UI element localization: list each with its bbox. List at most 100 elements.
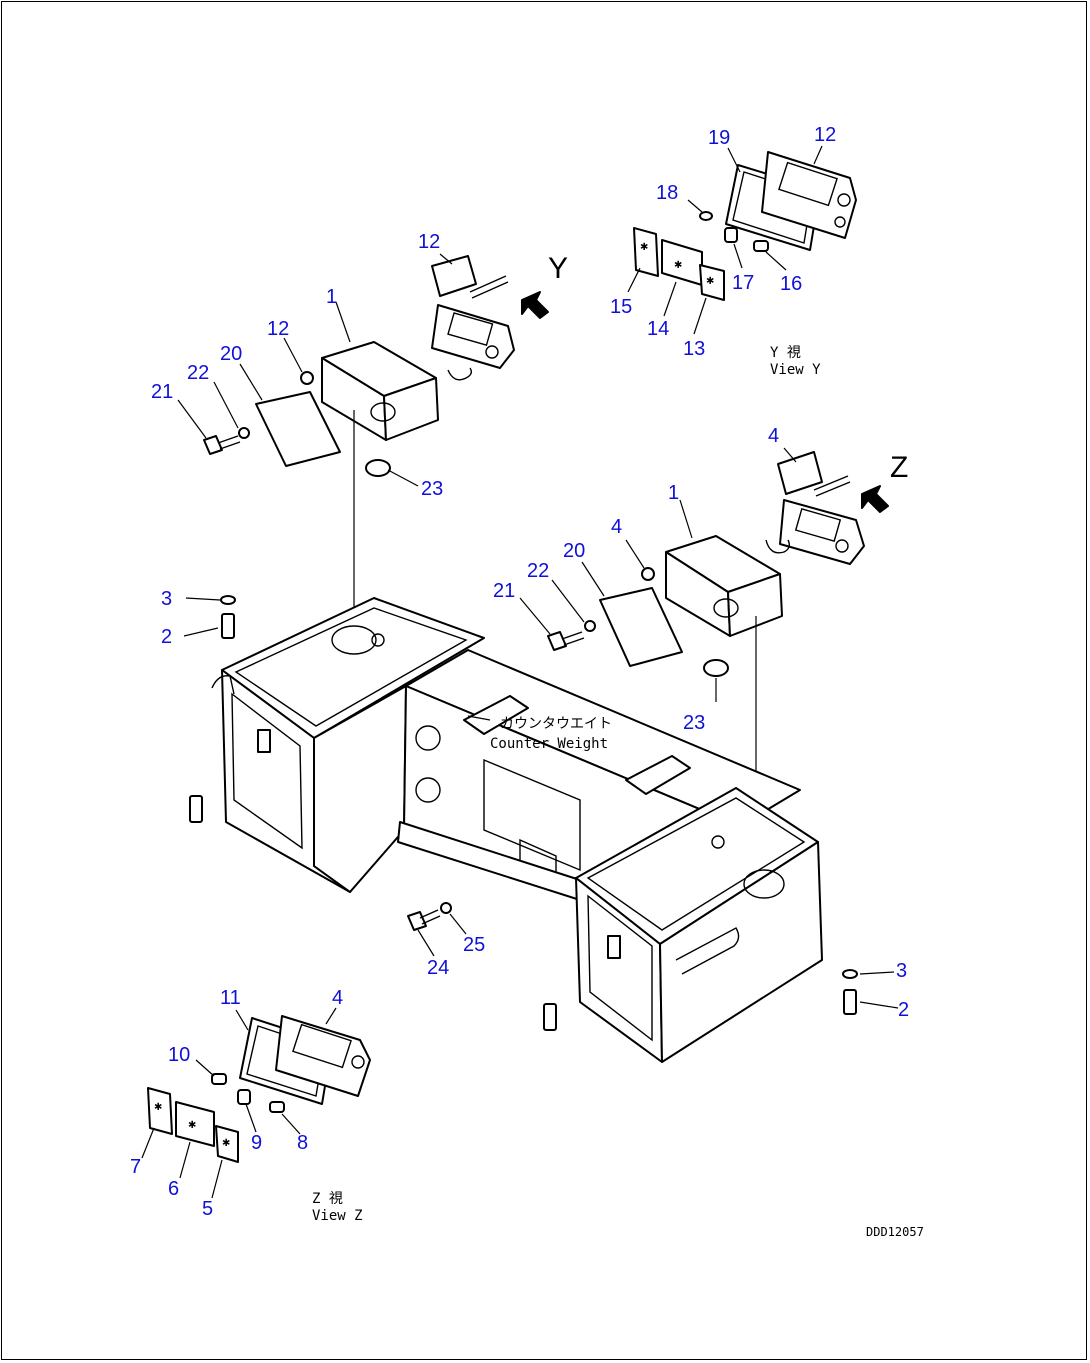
drawing-code: DDD12057	[866, 1225, 924, 1239]
washer-3-right	[842, 969, 858, 979]
callout-4-nut: 4	[611, 516, 623, 538]
callout-10: 10	[168, 1044, 191, 1066]
cw-right-side	[659, 841, 823, 1063]
washer-22-right	[584, 620, 596, 632]
guard-4	[777, 451, 823, 495]
grommet-23-left	[365, 459, 391, 477]
lamp-housing-4-view-z	[275, 1015, 371, 1097]
bolt-21-right-head	[547, 631, 567, 651]
callout-17: 17	[732, 272, 755, 294]
view-y-caption-jp: Y 視	[770, 345, 801, 361]
callout-21-left: 21	[151, 381, 174, 403]
callout-13: 13	[683, 338, 706, 360]
callout-12-guard: 12	[418, 231, 441, 253]
callout-1-left: 1	[326, 286, 338, 308]
washer-3-left	[220, 595, 236, 605]
lifting-slot-right	[625, 755, 691, 795]
right-lamp-assembly	[519, 447, 889, 860]
callout-18: 18	[656, 182, 679, 204]
callout-3-left: 3	[161, 588, 173, 610]
plate-20-left	[255, 391, 341, 467]
latch-right	[607, 935, 621, 959]
svg-text:✱: ✱	[640, 242, 648, 253]
view-y-letter: Y	[548, 252, 569, 285]
callout-22-right: 22	[527, 560, 550, 582]
nut-12	[300, 371, 314, 385]
bulb-8	[269, 1101, 285, 1113]
callout-21-right: 21	[493, 580, 516, 602]
callout-15: 15	[610, 296, 633, 318]
lamp-left	[431, 304, 515, 369]
callout-5: 5	[202, 1198, 214, 1220]
view-y-assembly: ✱ ✱ ✱	[627, 145, 857, 335]
left-lamp-assembly	[177, 253, 549, 634]
washer-25	[440, 902, 452, 914]
bolt-24-head	[407, 911, 427, 931]
callout-9: 9	[251, 1132, 263, 1154]
callout-14: 14	[647, 318, 670, 340]
view-z-arrow	[861, 485, 889, 513]
lens-5	[215, 1125, 239, 1163]
lens-6	[175, 1101, 215, 1147]
svg-text:✱: ✱	[222, 1138, 230, 1149]
view-z-caption-en: View Z	[312, 1208, 363, 1224]
lamp-housing-12-view-y	[761, 151, 857, 239]
counterweight-fasteners	[183, 595, 899, 1015]
bulb-18	[699, 211, 713, 221]
callout-4-guard: 4	[768, 425, 780, 447]
bolt-21-left-head	[203, 435, 223, 455]
svg-text:✱: ✱	[674, 260, 682, 271]
nut-4	[641, 567, 655, 581]
counterweight-caption-jp: カウンタウエイト	[500, 716, 612, 732]
view-z-letter: Z	[890, 451, 909, 484]
callout-12-nut: 12	[267, 318, 290, 340]
callout-20-left: 20	[220, 343, 243, 365]
callout-1-right: 1	[668, 482, 680, 504]
bolt-2-left	[221, 613, 235, 639]
callout-16: 16	[780, 273, 803, 295]
guard-12	[431, 255, 477, 297]
bulb-9	[237, 1089, 251, 1105]
callout-2-right: 2	[898, 999, 910, 1021]
bulb-16	[753, 240, 769, 252]
callout-2-left: 2	[161, 626, 173, 648]
padlock-right	[543, 1003, 557, 1031]
latch-left	[257, 729, 271, 753]
callout-12-view-y: 12	[814, 124, 837, 146]
washer-22-left	[238, 427, 250, 439]
bulb-17	[724, 227, 738, 243]
padlock-left	[189, 795, 203, 823]
plate-20-right	[599, 587, 683, 667]
lens-13	[699, 264, 725, 301]
lamp-right	[779, 499, 865, 565]
lifting-slot-left	[463, 695, 529, 735]
lens-7	[147, 1087, 173, 1135]
view-z-caption-jp: Z 視	[312, 1191, 343, 1207]
counterweight-caption-en: Counter Weight	[490, 736, 609, 752]
lens-15	[633, 227, 659, 277]
callout-6: 6	[168, 1178, 180, 1200]
callout-24: 24	[427, 957, 450, 979]
callout-20-right: 20	[563, 540, 586, 562]
callout-25: 25	[463, 934, 486, 956]
bolt-2-right	[843, 989, 857, 1015]
callout-11: 11	[220, 987, 241, 1009]
grommet-23-right	[703, 659, 729, 677]
callout-3-right: 3	[896, 960, 908, 982]
callout-7: 7	[130, 1156, 142, 1178]
svg-text:✱: ✱	[154, 1102, 162, 1113]
callout-23-right: 23	[683, 712, 706, 734]
callout-22-left: 22	[187, 362, 210, 384]
view-y-arrow	[521, 291, 549, 319]
cw-left-side	[313, 685, 407, 893]
box-1-left-side	[383, 377, 439, 441]
callout-8: 8	[297, 1132, 309, 1154]
view-z-assembly: ✱ ✱ ✱	[141, 1007, 371, 1199]
svg-text:✱: ✱	[188, 1120, 196, 1131]
svg-text:✱: ✱	[706, 276, 714, 287]
view-y-caption-en: View Y	[770, 362, 821, 378]
callout-23-left: 23	[421, 478, 444, 500]
callout-4-view-z: 4	[332, 987, 344, 1009]
counterweight-body	[189, 597, 823, 1063]
